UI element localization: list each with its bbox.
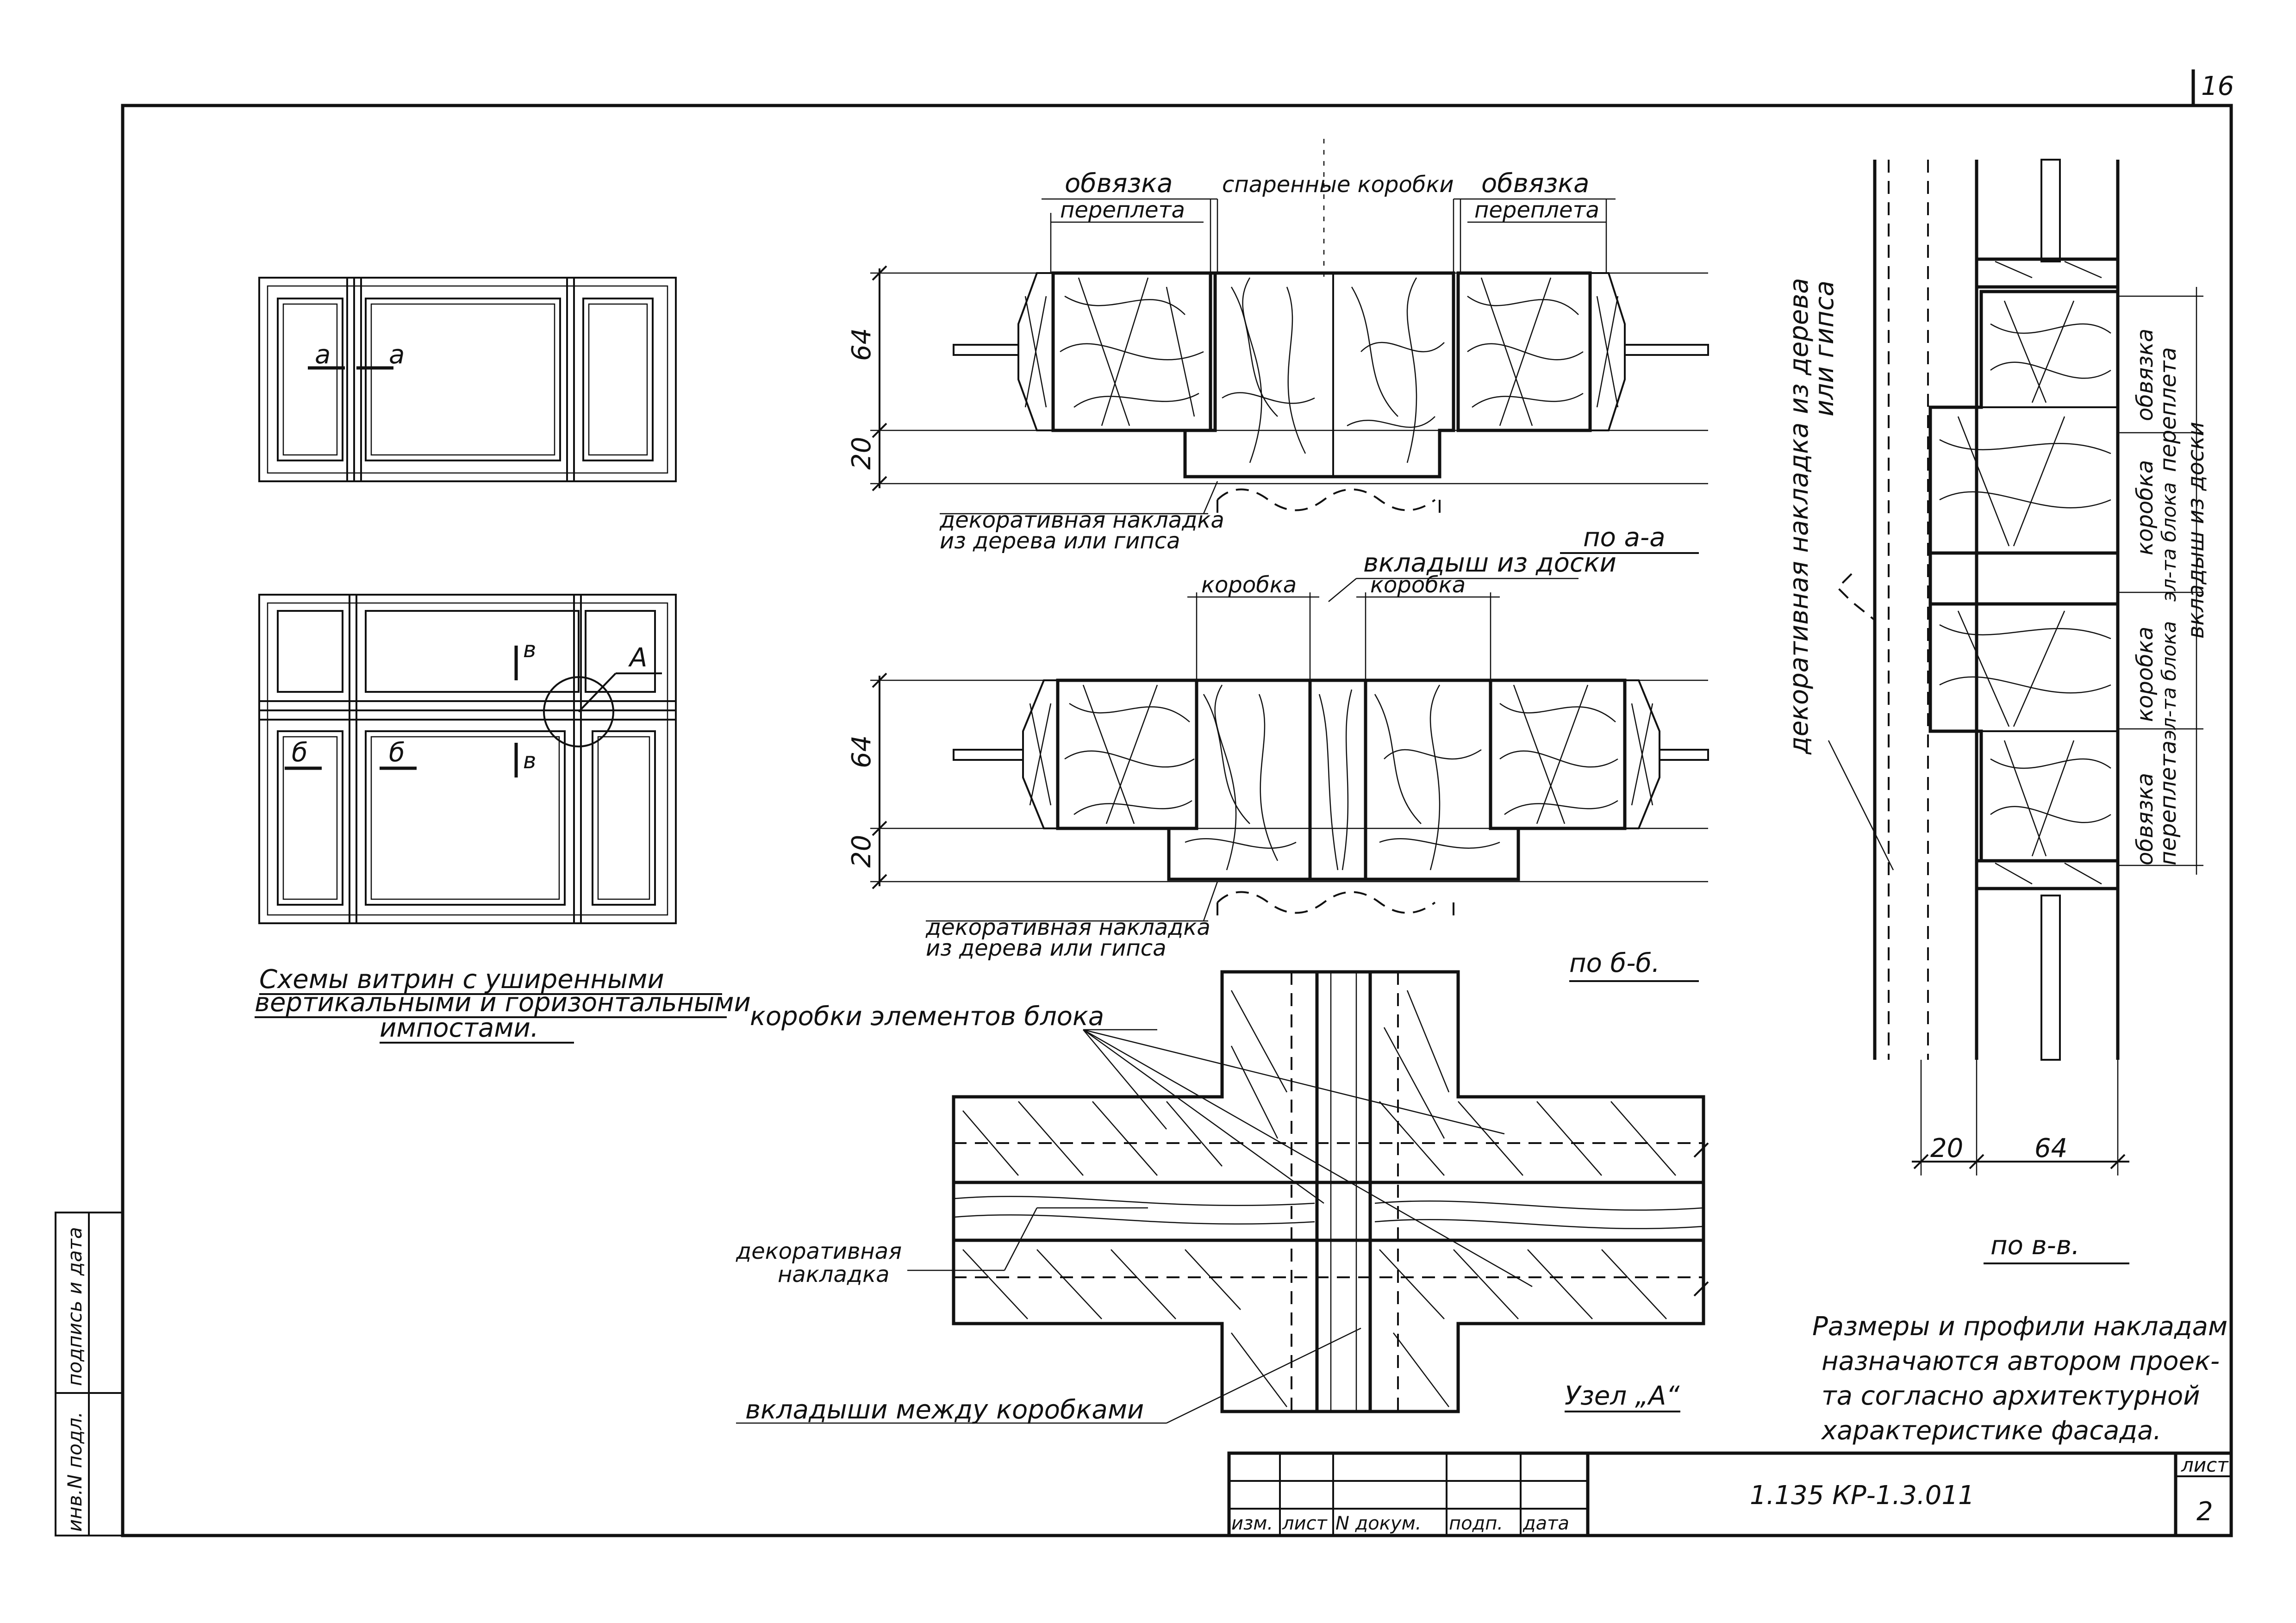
side-stamp [55,1212,124,1536]
vv-label-decor-1: декоративная накладка из дерева [1784,278,1814,755]
vv-label-frame-2b: эл-та блока [2158,621,2180,740]
tb-col-data: дата [1522,1513,1569,1534]
aa-label-sash-left-top: обвязка [1065,168,1173,199]
note-line-1: Размеры и профили накладам [1812,1312,2227,1342]
vv-label-decor-2: или гипса [1809,280,1840,417]
note-line-4: характеристике фасада. [1821,1416,2161,1446]
mark-a-left: а [315,340,331,370]
scheme-caption-line-2: вертикальными и горизонтальными [255,988,751,1018]
scheme-caption: Схемы витрин с уширенными вертикальными … [255,964,751,1044]
tb-col-ndok: N докум. [1335,1513,1422,1534]
section-aa [870,139,1709,554]
bb-dim-20: 20 [847,835,877,868]
vv-label-frame-1b: эл-та блока [2158,482,2180,602]
bb-dim-64: 64 [847,735,877,768]
tb-col-podp: подп. [1449,1513,1503,1534]
vv-label-sash-bot-2: переплета [2155,740,2181,865]
vv-title: по в-в. [1990,1231,2080,1261]
aa-label-sash-right-bottom: переплета [1474,197,1599,223]
mark-v-top: в [523,637,536,663]
vv-label-frame-2a: коробка [2132,627,2158,722]
note-line-3: та согласно архитектурной [1822,1381,2200,1411]
scheme-cross-mullions [258,594,677,924]
section-bb [870,578,1709,982]
node-label-frames: коробки элементов блока [750,1001,1104,1032]
aa-label-sash-left-bottom: переплета [1060,197,1185,223]
vv-label-frame-1a: коробка [2132,460,2158,555]
mark-v-bottom: в [523,748,536,774]
note: Размеры и профили накладам назначаются а… [1812,1312,2227,1446]
scheme-caption-line-1: Схемы витрин с уширенными [259,964,664,995]
bb-label-decor-2: из дерева или гипса [926,935,1167,961]
stamp-sign-label: подпись и дата [63,1227,86,1386]
bb-label-frame-right: коробка [1370,572,1466,598]
vv-label-sash-top-1: обвязка [2132,329,2158,421]
mark-node-a: А [628,643,647,673]
bb-title: по б-б. [1569,948,1660,978]
vv-dim-20: 20 [1930,1133,1963,1163]
vv-label-sash-bot-1: обвязка [2132,773,2158,865]
aa-dim-64: 64 [847,328,877,361]
node-a [736,970,1709,1424]
aa-title: по а-а [1583,522,1666,553]
aa-label-sash-right-top: обвязка [1481,168,1589,199]
sheet-no: 2 [2196,1497,2213,1527]
vv-label-insert: вкладыш из доски [2183,422,2209,639]
doc-code: 1.135 КР-1.3.011 [1750,1480,1975,1511]
bb-label-insert: вкладыш из доски [1363,548,1616,578]
mark-a-right: а [389,340,405,370]
tb-col-list: лист [1282,1513,1328,1534]
scheme-vertical-mullions [258,277,677,482]
sheet-frame [121,69,2233,1537]
page-number: 16 [2201,71,2234,101]
mark-b-right: б [389,738,405,768]
node-label-decor-2: накладка [778,1262,889,1287]
note-line-2: назначаются автором проек- [1822,1346,2220,1376]
tb-col-izm: изм. [1231,1513,1273,1534]
node-label-decor-1: декоративная [736,1238,902,1264]
scheme-caption-line-3: импостами. [380,1013,539,1043]
vv-dim-64: 64 [2034,1133,2067,1163]
vv-label-sash-top-2: переплета [2155,347,2181,472]
sheet-label: лист [2181,1454,2229,1476]
bb-label-frame-left: коробка [1201,572,1297,598]
aa-label-decor-2: из дерева или гипса [940,528,1180,554]
aa-label-paired-frames: спаренные коробки [1222,172,1454,198]
aa-label-decor-1: декоративная накладка [939,507,1224,533]
mark-b-left: б [292,738,308,768]
bb-label-decor-1: декоративная накладка [925,914,1210,940]
section-vv [1828,159,2203,1264]
stamp-inv-label: инв.N подл. [63,1412,86,1532]
node-title: Узел „А“ [1565,1381,1680,1411]
aa-dim-20: 20 [847,437,877,470]
title-block [1227,1451,2233,1537]
node-label-inserts: вкладыши между коробками [745,1395,1144,1425]
